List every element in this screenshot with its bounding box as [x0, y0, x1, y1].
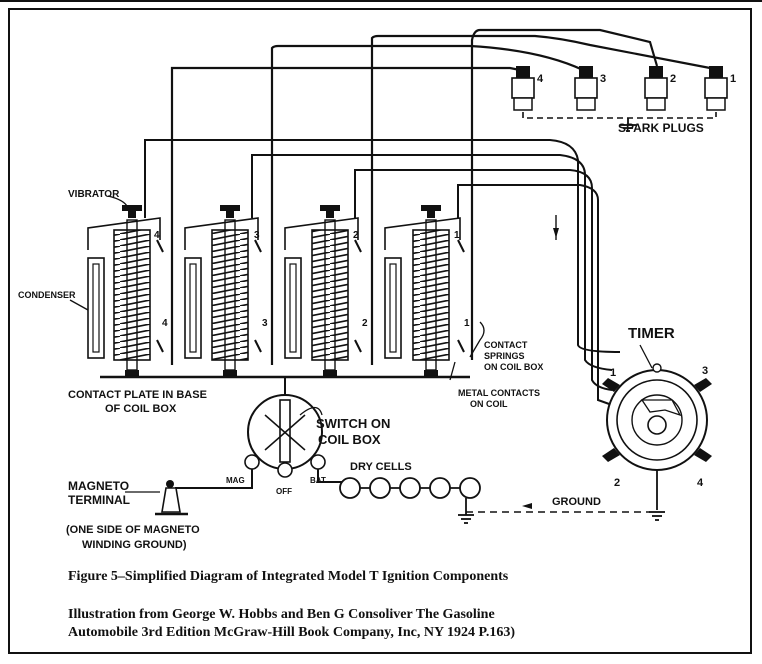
magneto-label-line2: TERMINAL [68, 493, 130, 507]
figure-caption: Figure 5–Simplified Diagram of Integrate… [68, 569, 509, 584]
coil-unit-3 [184, 205, 259, 376]
magneto-note-line1: (ONE SIDE OF MAGNETO [66, 524, 200, 536]
timer [602, 344, 712, 521]
switch-label-line1: SWITCH ON [316, 416, 390, 431]
high-tension-wires [170, 28, 711, 365]
magneto-note-line2: WINDING GROUND) [82, 539, 187, 551]
magneto-terminal [125, 480, 188, 516]
credit-line-2: Automobile 3rd Edition McGraw-Hill Book … [68, 625, 515, 640]
plug-number-2: 2 [670, 73, 676, 85]
coil-bottom-number-2: 2 [362, 318, 368, 329]
credit-line-1: Illustration from George W. Hobbs and Be… [68, 607, 495, 622]
switch-label-line2: COIL BOX [318, 432, 381, 447]
spark-plugs [511, 66, 728, 132]
coil-leads [144, 139, 621, 406]
plug-number-4: 4 [537, 73, 544, 85]
ground-label: GROUND [552, 496, 601, 508]
coil-switch [244, 377, 326, 478]
coil-top-number-4: 4 [154, 230, 160, 241]
plug-number-3: 3 [600, 73, 606, 85]
spark-plug-2 [644, 66, 668, 111]
spark-plug-3 [574, 66, 598, 111]
coil-top-number-2: 2 [353, 230, 359, 241]
contact-springs-label-line3: ON COIL BOX [484, 362, 543, 372]
timer-terminal-2: 2 [614, 477, 620, 489]
contact-springs-label-line2: SPRINGS [484, 351, 525, 361]
coil-top-number-1: 1 [454, 230, 460, 241]
magneto-label-line1: MAGNETO [68, 479, 129, 493]
coil-unit-1 [384, 205, 461, 376]
plug-number-1: 1 [730, 73, 736, 85]
timer-ground-icon [649, 511, 665, 521]
coil-bottom-number-3: 3 [262, 318, 268, 329]
timer-terminal-1: 1 [610, 367, 616, 379]
coil-unit-2 [284, 205, 359, 376]
coil-bottom-number-1: 1 [464, 318, 470, 329]
switch-off-label: OFF [276, 487, 292, 496]
contact-springs-label-line1: CONTACT [484, 340, 528, 350]
dry-cells [339, 477, 481, 524]
spark-plug-ground-icon [620, 118, 636, 132]
metal-contacts-label-line2: ON COIL [470, 399, 508, 409]
dry-cells-label: DRY CELLS [350, 461, 412, 473]
spark-plug-4 [511, 66, 535, 111]
timer-terminal-3: 3 [702, 365, 708, 377]
low-tension-wiring [175, 469, 342, 489]
switch-mag-label: MAG [226, 476, 245, 485]
metal-contacts-label-line1: METAL CONTACTS [458, 388, 540, 398]
battery-ground-icon [458, 498, 474, 524]
coil-box [69, 195, 485, 381]
coil-contact-points [156, 239, 465, 353]
contact-plate-label-line1: CONTACT PLATE IN BASE [68, 389, 207, 401]
timer-terminal-4: 4 [697, 477, 704, 489]
condenser-label: CONDENSER [18, 290, 76, 300]
vibrator-label: VIBRATOR [68, 189, 120, 200]
coil-unit-4 [87, 205, 161, 376]
top-rule [0, 0, 762, 2]
spark-plug-1 [704, 66, 728, 111]
timer-label: TIMER [628, 325, 675, 342]
coil-bottom-number-4: 4 [162, 318, 168, 329]
coil-top-number-3: 3 [254, 230, 260, 241]
contact-plate-label-line2: OF COIL BOX [105, 403, 177, 415]
switch-bat-label: BAT [310, 476, 326, 485]
spark-plugs-label: SPARK PLUGS [618, 121, 704, 135]
